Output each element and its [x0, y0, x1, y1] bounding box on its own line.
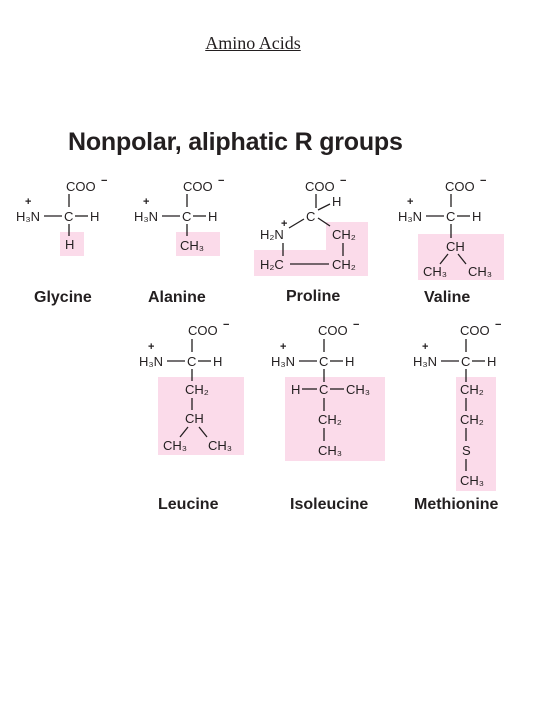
valine-amino-charge: +: [407, 196, 413, 208]
leucine-r-group-ch2: CH₂: [185, 382, 209, 397]
methionine-amino-group: H₃N: [413, 354, 437, 369]
methionine-r-group-ch3: CH₃: [460, 473, 484, 488]
isoleucine-r-group-c: C: [319, 382, 328, 397]
isoleucine-r-group-highlight: [285, 377, 385, 461]
methionine-r-group-ch2-beta: CH₂: [460, 382, 484, 397]
methionine-r-group-ch2-gamma: CH₂: [460, 412, 484, 427]
proline-carboxylate-charge: −: [340, 175, 346, 187]
isoleucine-amino-group: H₃N: [271, 354, 295, 369]
valine-structure: COO − + H₃N C H CH CH₃ CH₃ Valine: [398, 175, 504, 306]
valine-r-group-ch3-left: CH₃: [423, 264, 447, 279]
methionine-structure: COO − + H₃N C H CH₂ CH₂ S CH₃ Methionine: [413, 319, 501, 513]
leucine-alpha-carbon: C: [187, 354, 196, 369]
methionine-name: Methionine: [414, 496, 499, 513]
isoleucine-alpha-carbon: C: [319, 354, 328, 369]
methionine-alpha-hydrogen: H: [487, 354, 496, 369]
proline-r-group-highlight: [254, 222, 368, 276]
proline-name: Proline: [286, 288, 340, 305]
glycine-r-group-h: H: [65, 237, 74, 252]
valine-carboxylate: COO: [445, 179, 475, 194]
leucine-alpha-hydrogen: H: [213, 354, 222, 369]
alanine-r-group-highlight: [176, 232, 220, 256]
methionine-carboxylate-charge: −: [495, 319, 501, 331]
leucine-r-group-ch: CH: [185, 411, 204, 426]
valine-amino-group: H₃N: [398, 209, 422, 224]
glycine-name: Glycine: [34, 289, 92, 306]
glycine-structure: COO − + H₃N C H H Glycine: [16, 175, 107, 306]
valine-name: Valine: [424, 289, 470, 306]
section-heading: Nonpolar, aliphatic R groups: [68, 128, 403, 156]
proline-ring-nitrogen: H₂N: [260, 227, 284, 242]
alanine-alpha-carbon: C: [182, 209, 191, 224]
valine-carboxylate-charge: −: [480, 175, 486, 187]
methionine-r-group-highlight: [456, 377, 496, 491]
proline-alpha-hydrogen: H: [332, 194, 341, 209]
glycine-r-group-highlight: [60, 232, 84, 256]
isoleucine-alpha-hydrogen: H: [345, 354, 354, 369]
proline-alpha-carbon: C: [306, 209, 315, 224]
isoleucine-carboxylate-charge: −: [353, 319, 359, 331]
alanine-structure: COO − + H₃N C H CH₃ Alanine: [134, 175, 224, 306]
isoleucine-r-group-ch3: CH₃: [318, 443, 342, 458]
alanine-amino-charge: +: [143, 196, 149, 208]
glycine-amino-group: H₃N: [16, 209, 40, 224]
methionine-alpha-carbon: C: [461, 354, 470, 369]
page-title: Amino Acids: [205, 33, 301, 53]
glycine-amino-charge: +: [25, 196, 31, 208]
leucine-name: Leucine: [158, 496, 219, 513]
alanine-r-group-ch3: CH₃: [180, 238, 204, 253]
alanine-carboxylate-charge: −: [218, 175, 224, 187]
valine-alpha-carbon: C: [446, 209, 455, 224]
proline-gamma-ch2: CH₂: [332, 257, 356, 272]
isoleucine-r-group-ch3-branch: CH₃: [346, 382, 370, 397]
leucine-r-group-highlight: [158, 377, 244, 455]
glycine-carboxylate-charge: −: [101, 175, 107, 187]
methionine-amino-charge: +: [422, 341, 428, 353]
leucine-r-group-ch3-left: CH₃: [163, 438, 187, 453]
leucine-r-group-ch3-right: CH₃: [208, 438, 232, 453]
proline-structure: COO − C H CH₂ + H₂N H₂C CH₂ Proline: [254, 175, 368, 305]
alanine-alpha-hydrogen: H: [208, 209, 217, 224]
leucine-amino-group: H₃N: [139, 354, 163, 369]
methionine-r-group-sulfur: S: [462, 443, 471, 458]
isoleucine-structure: COO − + H₃N C H H C CH₃ CH₂ CH₃ Isoleuci…: [271, 319, 385, 513]
alanine-amino-group: H₃N: [134, 209, 158, 224]
valine-alpha-hydrogen: H: [472, 209, 481, 224]
isoleucine-carboxylate: COO: [318, 323, 348, 338]
leucine-structure: COO − + H₃N C H CH₂ CH CH₃ CH₃ Leucine: [139, 319, 244, 513]
valine-r-group-ch3-right: CH₃: [468, 264, 492, 279]
isoleucine-amino-charge: +: [280, 341, 286, 353]
proline-carboxylate: COO: [305, 179, 335, 194]
proline-amino-charge: +: [281, 218, 287, 230]
leucine-carboxylate-charge: −: [223, 319, 229, 331]
leucine-carboxylate: COO: [188, 323, 218, 338]
isoleucine-r-group-h: H: [291, 382, 300, 397]
valine-r-group-ch: CH: [446, 239, 465, 254]
isoleucine-name: Isoleucine: [290, 496, 368, 513]
proline-beta-ch2: CH₂: [332, 227, 356, 242]
proline-delta-ch2: H₂C: [260, 257, 284, 272]
alanine-carboxylate: COO: [183, 179, 213, 194]
alanine-name: Alanine: [148, 289, 206, 306]
glycine-alpha-carbon: C: [64, 209, 73, 224]
glycine-alpha-hydrogen: H: [90, 209, 99, 224]
methionine-carboxylate: COO: [460, 323, 490, 338]
isoleucine-r-group-ch2: CH₂: [318, 412, 342, 427]
leucine-amino-charge: +: [148, 341, 154, 353]
glycine-carboxylate: COO: [66, 179, 96, 194]
